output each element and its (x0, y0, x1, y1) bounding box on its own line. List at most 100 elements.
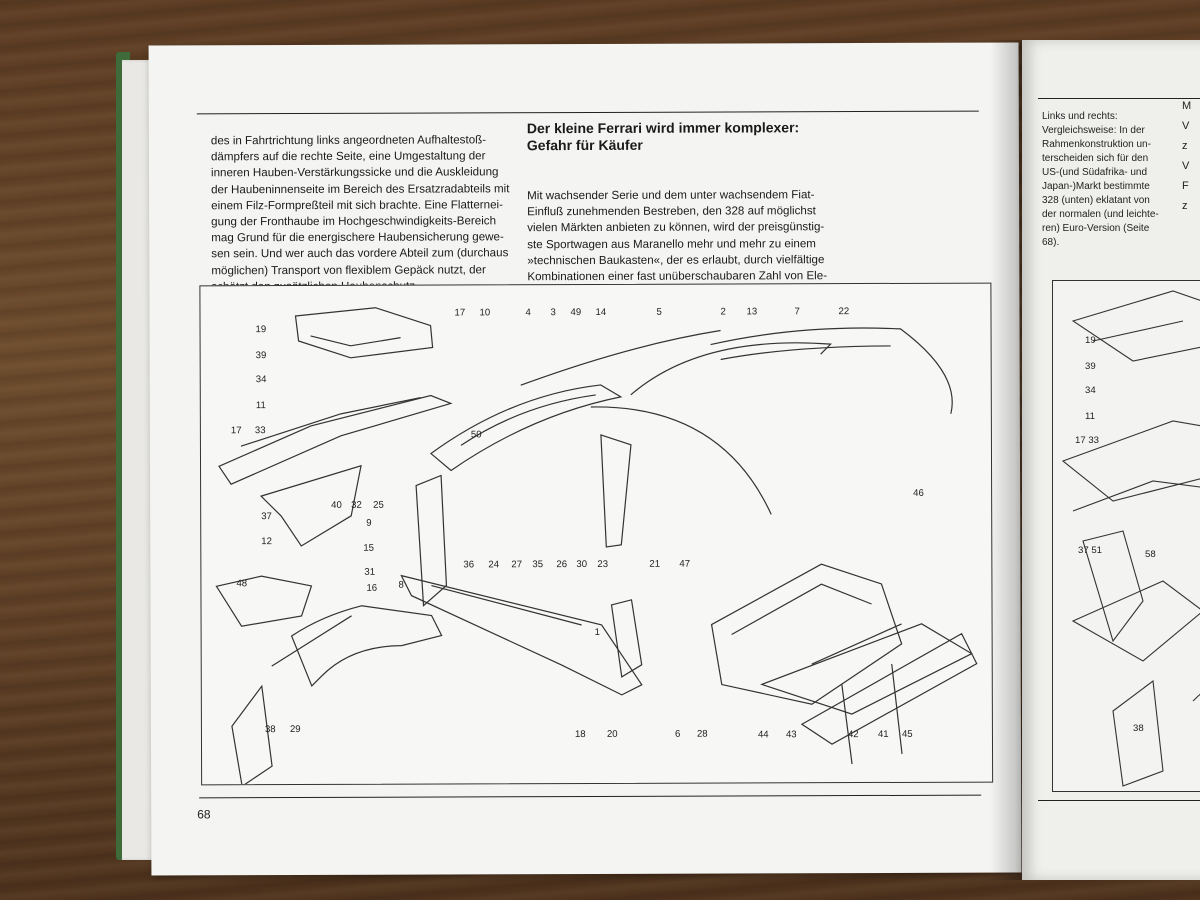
heading-line: Der kleine Ferrari wird immer komplexer: (526, 119, 800, 137)
callout-number: 30 (576, 559, 587, 570)
callout-number: 39 (256, 350, 267, 361)
caption-line: 328 (unten) eklatant von (1042, 195, 1150, 206)
edge-letter: V (1182, 160, 1190, 172)
edge-letter: z (1182, 140, 1188, 152)
callout-number: 20 (607, 729, 618, 740)
callout-number: 22 (838, 306, 849, 317)
page-number: 68 (197, 807, 211, 822)
callout-number: 13 (746, 306, 757, 317)
callout-number: 48 (236, 578, 247, 589)
edge-letter: M (1182, 100, 1192, 112)
caption-line: Rahmenkonstruktion un- (1042, 139, 1151, 150)
callout-number: 41 (878, 729, 889, 740)
callout-number: 26 (556, 559, 567, 570)
caption-line: Japan-)Markt bestimmte (1042, 181, 1150, 192)
callout-number: 17 (454, 307, 465, 318)
callout-number: 37 (261, 511, 272, 522)
left-page: des in Fahrtrichtung links angeordneten … (148, 42, 1022, 876)
text-line: mag Grund für die energischere Haubensic… (211, 230, 504, 245)
callout-number: 2 (720, 307, 725, 318)
edge-letter: z (1182, 200, 1188, 212)
callout-number: 29 (290, 724, 301, 735)
bottom-rule (1038, 800, 1200, 801)
caption-line: ren) Euro-Version (Seite (1042, 223, 1150, 234)
text-line: Mit wachsender Serie und dem unter wachs… (527, 188, 815, 203)
text-line: einem Filz-Formpreßteil mit sich brachte… (211, 198, 503, 213)
callout-number: 58 (1145, 549, 1156, 560)
callout-number: 7 (794, 306, 799, 317)
callout-number: 40 (331, 500, 342, 511)
caption-line: Vergleichsweise: In der (1042, 125, 1145, 136)
callout-number: 36 (463, 559, 474, 570)
callout-number: 42 (848, 729, 859, 740)
text-line: der Haubeninnenseite im Bereich des Ersa… (211, 181, 510, 196)
right-page: Links und rechts: Vergleichsweise: In de… (1022, 40, 1200, 880)
callout-number: 38 (265, 724, 276, 735)
text-line: dämpfers auf die rechte Seite, eine Umge… (210, 149, 486, 164)
callout-number: 4 (525, 307, 531, 318)
text-line: möglichen) Transport von flexiblem Gepäc… (211, 262, 486, 277)
caption-line: 68). (1042, 237, 1060, 248)
callout-number: 17 33 (1075, 435, 1099, 446)
edge-letter: F (1182, 180, 1189, 192)
callout-number: 28 (697, 729, 708, 740)
callout-number: 16 (366, 583, 377, 594)
text-line: »technischen Baukasten«, der es erlaubt,… (527, 252, 825, 268)
callout-number: 33 (255, 425, 266, 436)
callout-number: 46 (913, 488, 924, 499)
spine-shadow (990, 40, 1026, 880)
callout-number: 8 (398, 580, 403, 591)
callout-number: 50 (471, 429, 482, 440)
callout-number: 27 (511, 559, 522, 570)
heading-line: Gefahr für Käufer (526, 136, 643, 154)
text-line: sen sein. Und wer auch das vordere Abtei… (211, 246, 509, 261)
text-line: gung der Fronthaube im Hochgeschwindigke… (211, 214, 497, 229)
callout-number: 21 (649, 559, 660, 570)
callout-number: 34 (256, 374, 267, 385)
edge-letter: V (1182, 120, 1190, 132)
figure-caption: Links und rechts: Vergleichsweise: In de… (1042, 110, 1192, 250)
callout-number: 39 (1085, 361, 1096, 372)
caption-line: Links und rechts: (1042, 111, 1118, 122)
text-line: inneren Hauben-Verstärkungssicke und die… (210, 165, 499, 180)
callout-number: 6 (675, 729, 680, 740)
callout-number: 5 (656, 307, 661, 318)
right-column: Der kleine Ferrari wird immer komplexer:… (527, 119, 828, 285)
bottom-rule (199, 794, 982, 799)
caption-line: US-(und Südafrika- und (1042, 167, 1148, 178)
callout-number: 45 (902, 729, 913, 740)
callout-number: 19 (1085, 335, 1096, 346)
callout-number: 19 (256, 324, 267, 335)
callout-number: 38 (1133, 723, 1144, 734)
top-rule (196, 110, 979, 115)
callout-number: 11 (1085, 411, 1095, 422)
callout-number: 12 (261, 536, 272, 547)
callout-number: 44 (758, 729, 769, 740)
callout-number: 35 (532, 559, 543, 570)
chassis-line-art (1061, 290, 1200, 787)
callout-number: 24 (488, 559, 499, 570)
callout-number: 18 (575, 729, 586, 740)
callout-number: 49 (570, 307, 581, 318)
callout-number: 17 (231, 425, 242, 436)
callout-number: 11 (256, 400, 266, 411)
callout-number: 43 (786, 729, 797, 740)
top-rule (1038, 98, 1200, 99)
callout-number: 31 (364, 567, 375, 578)
callout-number: 10 (479, 307, 490, 318)
callout-number: 9 (366, 518, 371, 529)
callout-number: 37 51 (1078, 545, 1102, 556)
caption-line: der normalen (und leichte- (1042, 209, 1159, 220)
callout-number: 3 (550, 307, 555, 318)
text-line: des in Fahrtrichtung links angeordneten … (210, 133, 487, 148)
callout-number: 47 (679, 559, 690, 570)
callout-number: 1 (595, 627, 600, 638)
callout-number: 14 (595, 307, 606, 318)
text-line: Einfluß zunehmenden Bestreben, den 328 a… (527, 204, 816, 219)
callout-number: 25 (373, 500, 384, 511)
